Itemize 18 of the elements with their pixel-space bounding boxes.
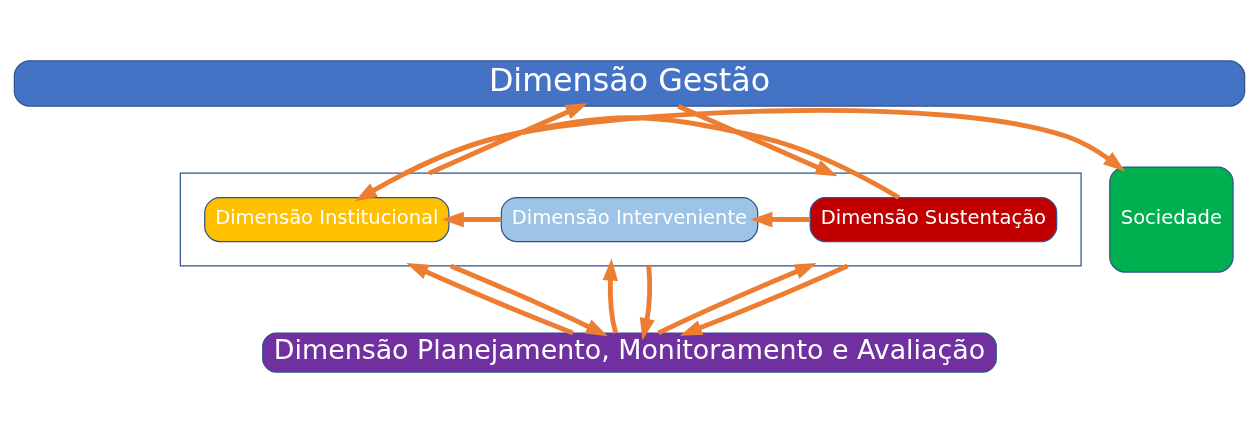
arrow — [639, 265, 655, 341]
arrow — [406, 262, 574, 336]
node-box: Dimensão Planejamento, Monitoramento e Avaliação — [262, 332, 997, 373]
cluster — [179, 172, 1082, 267]
arrow — [750, 211, 810, 228]
arrow — [441, 211, 502, 228]
node-box: Dimensão Institucional — [204, 196, 450, 243]
node-box: Dimensão Interveniente — [500, 196, 759, 243]
arrow — [657, 263, 817, 336]
arrow — [679, 263, 849, 336]
arrow — [428, 103, 588, 176]
node-box: Dimensão Gestão — [13, 60, 1246, 107]
arrow — [677, 103, 838, 177]
node-box: Dimensão Sustentação — [809, 196, 1058, 243]
arrow — [354, 115, 901, 202]
arrow — [602, 258, 618, 334]
arrow — [449, 263, 608, 337]
node-box: Sociedade — [1109, 166, 1234, 273]
